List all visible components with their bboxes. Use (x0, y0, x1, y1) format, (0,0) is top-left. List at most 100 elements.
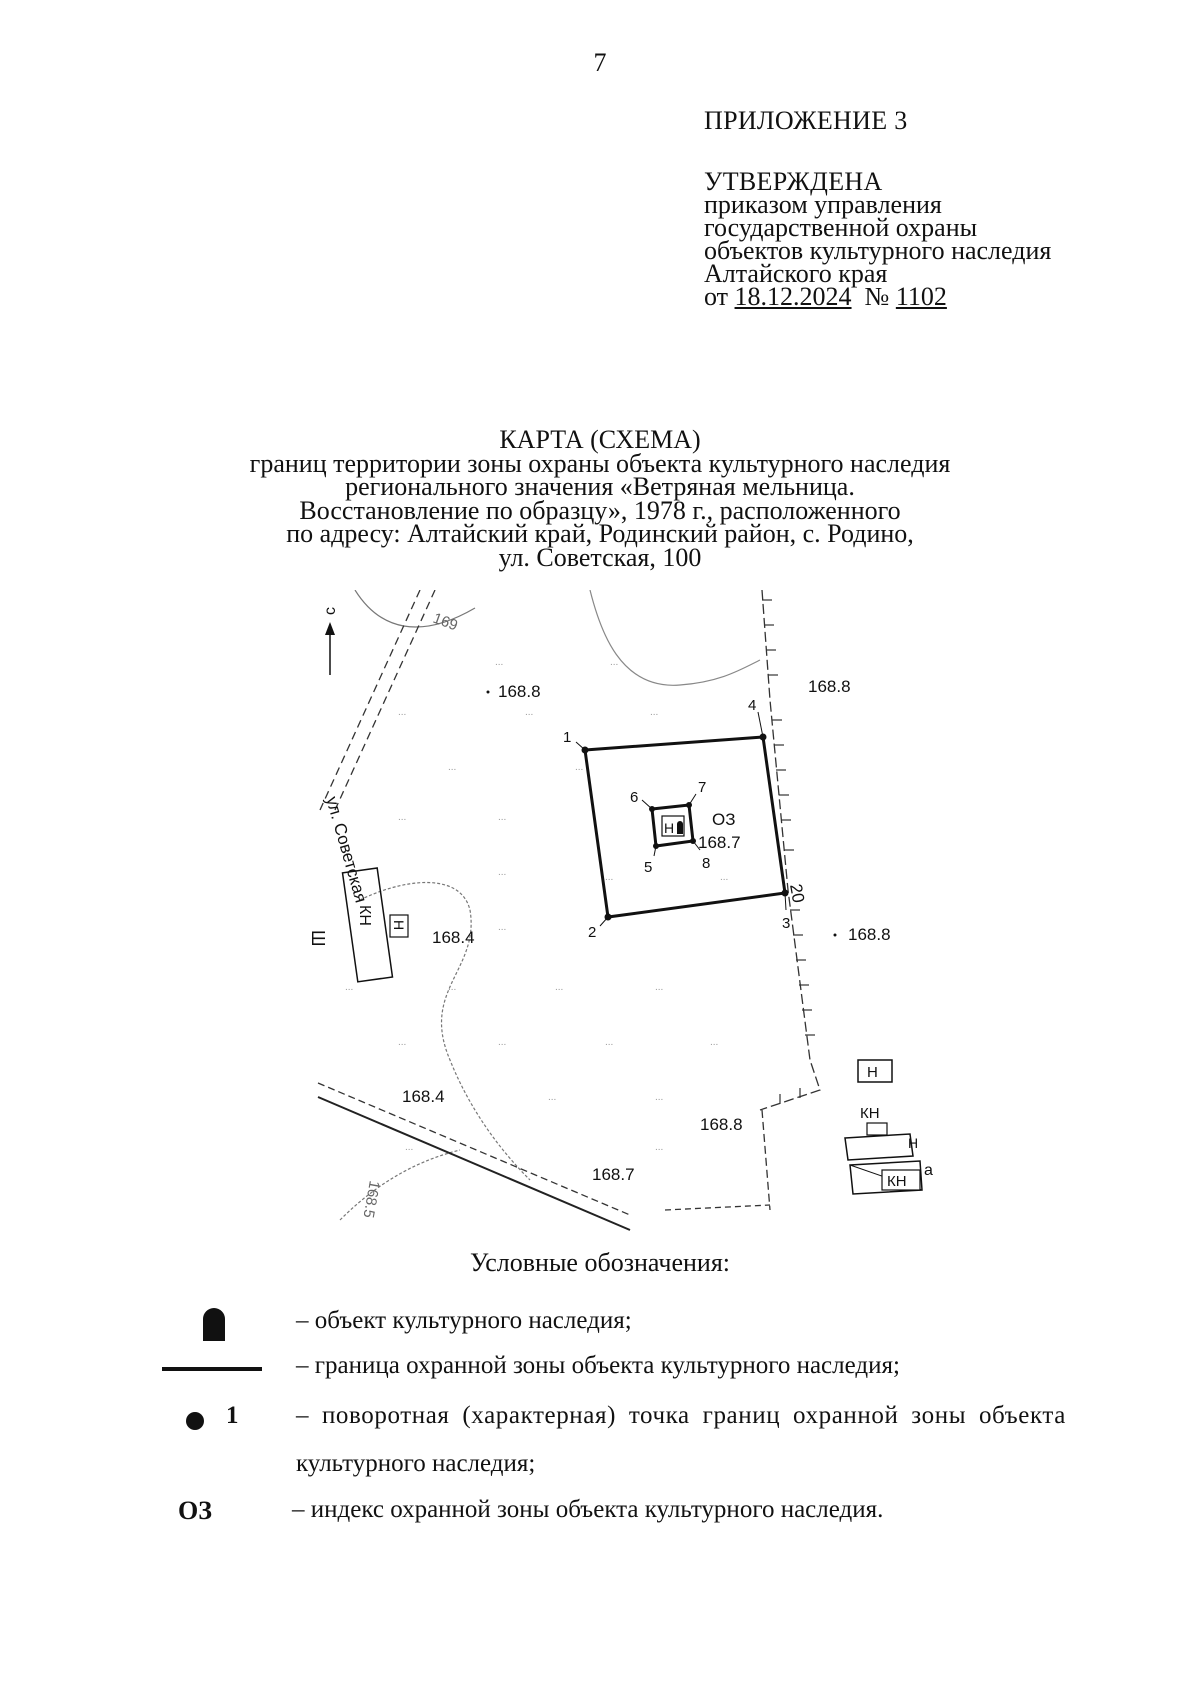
building-left-n-box (389, 914, 409, 938)
street-line (319, 590, 421, 811)
building-left-n: Н (391, 920, 407, 930)
boundary-line-icon (162, 1367, 262, 1371)
legend-item-4: – индекс охранной зоны объекта культурно… (292, 1496, 884, 1523)
svg-text:...: ... (650, 707, 658, 718)
protection-zone-boundary (583, 735, 787, 919)
point-label-3: 3 (782, 915, 790, 932)
point-label-7: 7 (698, 779, 706, 796)
point-label-8: 8 (702, 855, 710, 872)
svg-text:...: ... (398, 812, 406, 823)
approval-block: УТВЕРЖДЕНА приказом управления государст… (704, 167, 1052, 311)
contour-label-169: 169 (431, 610, 460, 635)
road-line (317, 1096, 631, 1231)
svg-text:...: ... (448, 762, 456, 773)
elevation-left: 168.4 (432, 928, 475, 947)
contour-label-1685: 168.5 (360, 1179, 383, 1219)
svg-text:...: ... (605, 872, 613, 883)
point-label-4: 4 (748, 697, 756, 714)
building-bottom-n: Н (908, 1135, 918, 1151)
map-dots: ...... ......... ...... ...... ... .....… (345, 657, 728, 1153)
elevation-bottom-right: 168.8 (700, 1115, 743, 1134)
legend-item-3-cont: культурного наследия; (296, 1450, 536, 1477)
svg-text:...: ... (710, 1037, 718, 1048)
building-bottom-kn1: КН (860, 1105, 880, 1122)
elevation-top-left: 168.8 (498, 682, 541, 701)
building-left (341, 867, 394, 983)
svg-text:...: ... (655, 1142, 663, 1153)
date-prefix: от (704, 282, 729, 311)
road-line (317, 1082, 631, 1216)
street-line (334, 590, 436, 811)
svg-text:...: ... (498, 867, 506, 878)
title-line-4: по адресу: Алтайский край, Родинский рай… (286, 519, 914, 548)
title-line-2: регионального значения «Ветряная мельниц… (345, 472, 855, 501)
title-line-3: Восстановление по образцу», 1978 г., рас… (299, 495, 901, 525)
approval-line-2: государственной охраны (704, 213, 978, 242)
legend-item-2: – граница охранной зоны объекта культурн… (296, 1352, 900, 1379)
elevation-center: 168.7 (698, 833, 741, 852)
svg-text:...: ... (398, 707, 406, 718)
svg-text:...: ... (575, 762, 583, 773)
approval-date-line: от 18.12.2024 № 1102 (704, 282, 1051, 311)
heritage-object-icon (203, 1308, 225, 1341)
building-left-sh: Ш (308, 930, 328, 947)
elevation-bottom-left: 168.4 (402, 1087, 445, 1106)
title-heading: КАРТА (СХЕМА) (499, 425, 701, 454)
elevation-top-right: 168.8 (808, 677, 851, 696)
fence-line (664, 1204, 771, 1211)
north-arrowhead-icon (325, 622, 335, 635)
legend-title: Условные обозначения: (469, 1248, 731, 1277)
svg-text:...: ... (498, 812, 506, 823)
approval-line-1: приказом управления (704, 190, 942, 219)
legend-item-3: – поворотная (характерная) точка границ … (296, 1402, 1066, 1429)
number-prefix: № (864, 282, 890, 311)
svg-text:...: ... (498, 922, 506, 933)
legend-item-1: – объект культурного наследия; (296, 1307, 632, 1334)
street-label: ул. Советская (322, 794, 370, 905)
fence-line (759, 590, 821, 1111)
object-label: Н (664, 820, 674, 836)
point-label-6: 6 (630, 789, 638, 806)
approval-heading: УТВЕРЖДЕНА (704, 167, 883, 196)
svg-text:...: ... (605, 1037, 613, 1048)
building-right-n-box (857, 1059, 893, 1083)
point-label-1: 1 (563, 729, 571, 746)
point-label-2: 2 (588, 924, 596, 941)
fence-line (761, 1109, 771, 1211)
svg-text:...: ... (495, 657, 503, 668)
approval-line-3: объектов культурного наследия (704, 236, 1052, 265)
legend-point-number: 1 (226, 1402, 239, 1429)
road-value-label: 20 (786, 882, 808, 904)
svg-text:...: ... (655, 982, 663, 993)
building-bottom (844, 1133, 914, 1161)
elevation-bottom-center: 168.7 (592, 1165, 635, 1184)
elevation-right: 168.8 (848, 925, 891, 944)
approval-line-4: Алтайского края (704, 259, 888, 288)
svg-text:...: ... (610, 657, 618, 668)
svg-text:...: ... (525, 707, 533, 718)
building-bottom-a: а (924, 1162, 933, 1179)
svg-text:...: ... (405, 1142, 413, 1153)
order-number: 1102 (895, 282, 947, 311)
building-bottom-kn2: КН (887, 1173, 907, 1190)
svg-text:...: ... (655, 1092, 663, 1103)
title-line-5: ул. Советская, 100 (498, 542, 702, 572)
fence-ticks (762, 599, 815, 1104)
page-number: 7 (593, 48, 607, 77)
legend-zone-index: ОЗ (178, 1496, 212, 1525)
title-line-1: границ территории зоны охраны объекта ку… (249, 448, 951, 478)
svg-text:...: ... (498, 1037, 506, 1048)
svg-text:...: ... (720, 872, 728, 883)
north-label: с (322, 607, 339, 615)
building-left-kn: КН (356, 905, 373, 926)
building-right-n: Н (867, 1064, 878, 1081)
object-box (661, 815, 685, 837)
svg-text:...: ... (448, 982, 456, 993)
turning-point-icon (186, 1412, 204, 1430)
contour-line (589, 590, 761, 686)
appendix-label: ПРИЛОЖЕНИЕ 3 (704, 106, 908, 135)
svg-text:...: ... (548, 1092, 556, 1103)
svg-text:...: ... (398, 1037, 406, 1048)
protection-zone-map: с ул. Советская 169 168.5 20 168.8 168.8… (308, 590, 933, 1231)
zone-index-label: ОЗ (712, 810, 736, 829)
